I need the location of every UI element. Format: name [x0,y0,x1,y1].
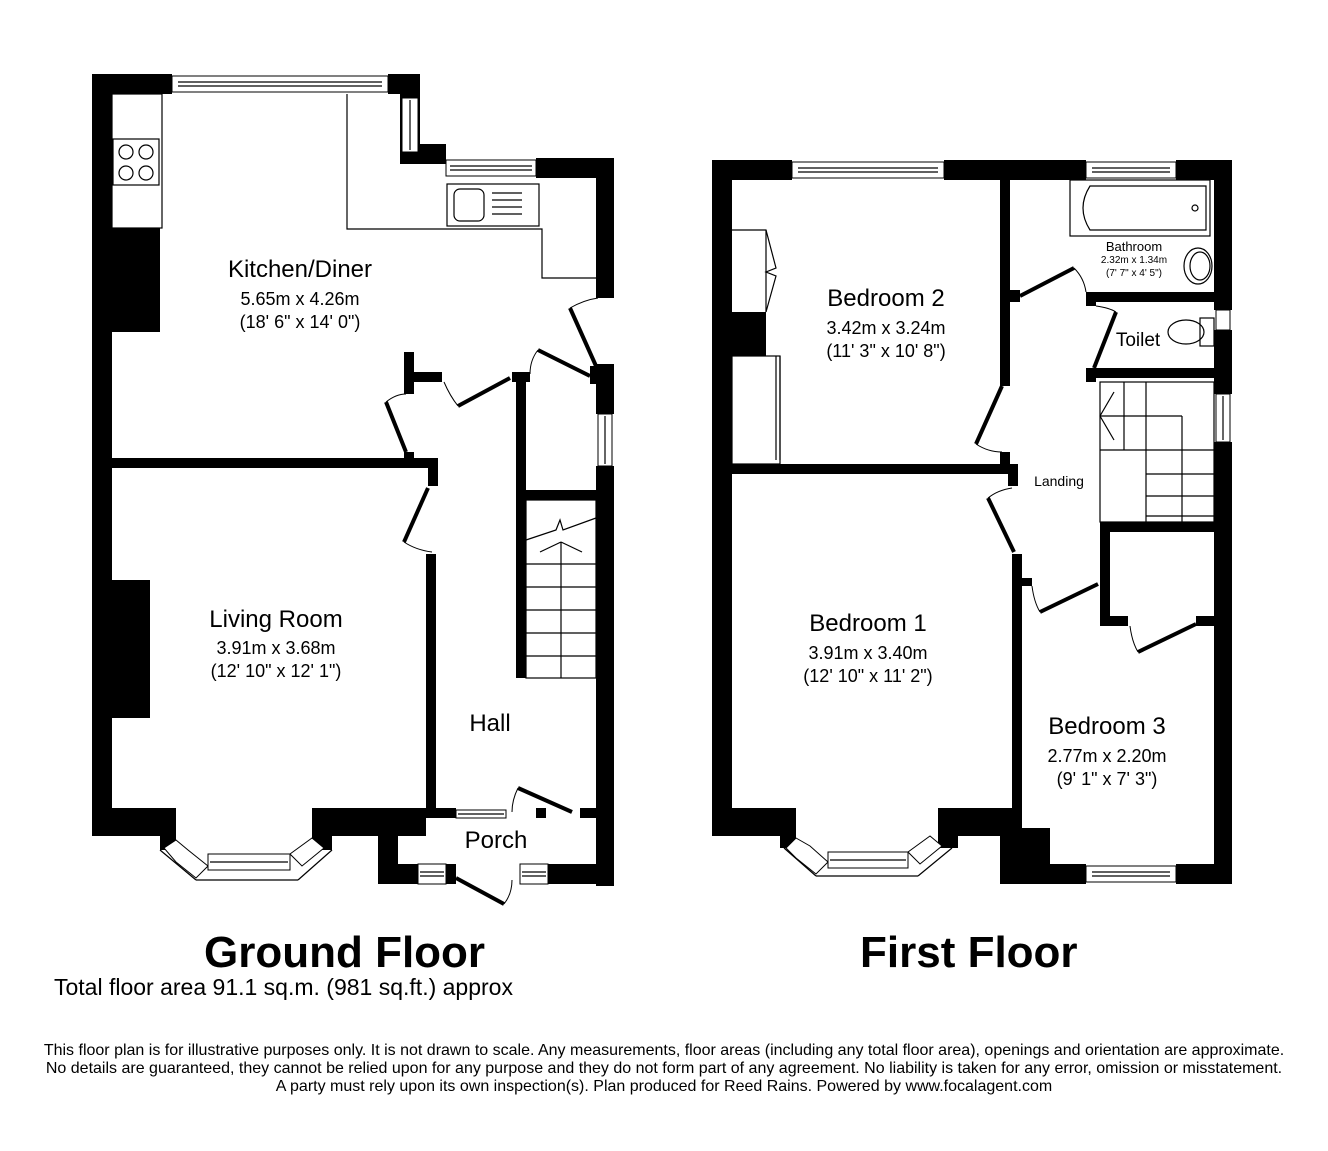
ground-floor-windows [159,75,613,885]
room-label-bedroom-1: Bedroom 1 [809,610,927,637]
room-imperial-bedroom-1: (12' 10" x 11' 2") [803,666,933,686]
first-floor-windows [783,161,1231,883]
room-imperial-bedroom-3: (9' 1" x 7' 3") [1056,769,1158,789]
room-label-toilet: Toilet [1115,330,1161,351]
room-metric-bedroom-2: 3.42m x 3.24m [826,318,946,338]
room-imperial-bedroom-2: (11' 3" x 10' 8") [826,341,946,361]
room-metric-bathroom: 2.32m x 1.34m [1100,255,1168,266]
first-floor-doors [974,266,1197,654]
room-imperial-kitchen: (18' 6" x 14' 0") [239,312,361,332]
first-floor-title: First Floor [860,928,1078,977]
ground-floor-walls [92,74,614,886]
room-label-bedroom-3: Bedroom 3 [1048,713,1166,740]
disclaimer-text: This floor plan is for illustrative purp… [43,1042,1285,1095]
room-label-porch: Porch [464,827,528,854]
room-imperial-living: (12' 10" x 12' 1") [210,661,342,681]
room-label-bedroom-2: Bedroom 2 [827,285,945,312]
first-floor-walls [712,160,1232,884]
room-label-bathroom: Bathroom [1105,239,1163,254]
room-label-living: Living Room [209,606,343,633]
first-floor-fixtures [731,179,1215,523]
total-floor-area: Total floor area 91.1 sq.m. (981 sq.ft.)… [54,974,513,1000]
room-metric-kitchen: 5.65m x 4.26m [240,289,360,309]
room-metric-bedroom-1: 3.91m x 3.40m [808,643,928,663]
ground-floor-fixtures [111,93,597,679]
ground-floor-doors [384,297,599,906]
ground-floor-title: Ground Floor [204,928,486,977]
room-metric-bedroom-3: 2.77m x 2.20m [1047,746,1167,766]
room-imperial-bathroom: (7' 7" x 4' 5") [1106,268,1162,279]
room-label-kitchen: Kitchen/Diner [227,256,373,283]
room-label-hall: Hall [469,710,511,737]
room-metric-living: 3.91m x 3.68m [216,638,336,658]
room-label-landing: Landing [1034,473,1084,489]
